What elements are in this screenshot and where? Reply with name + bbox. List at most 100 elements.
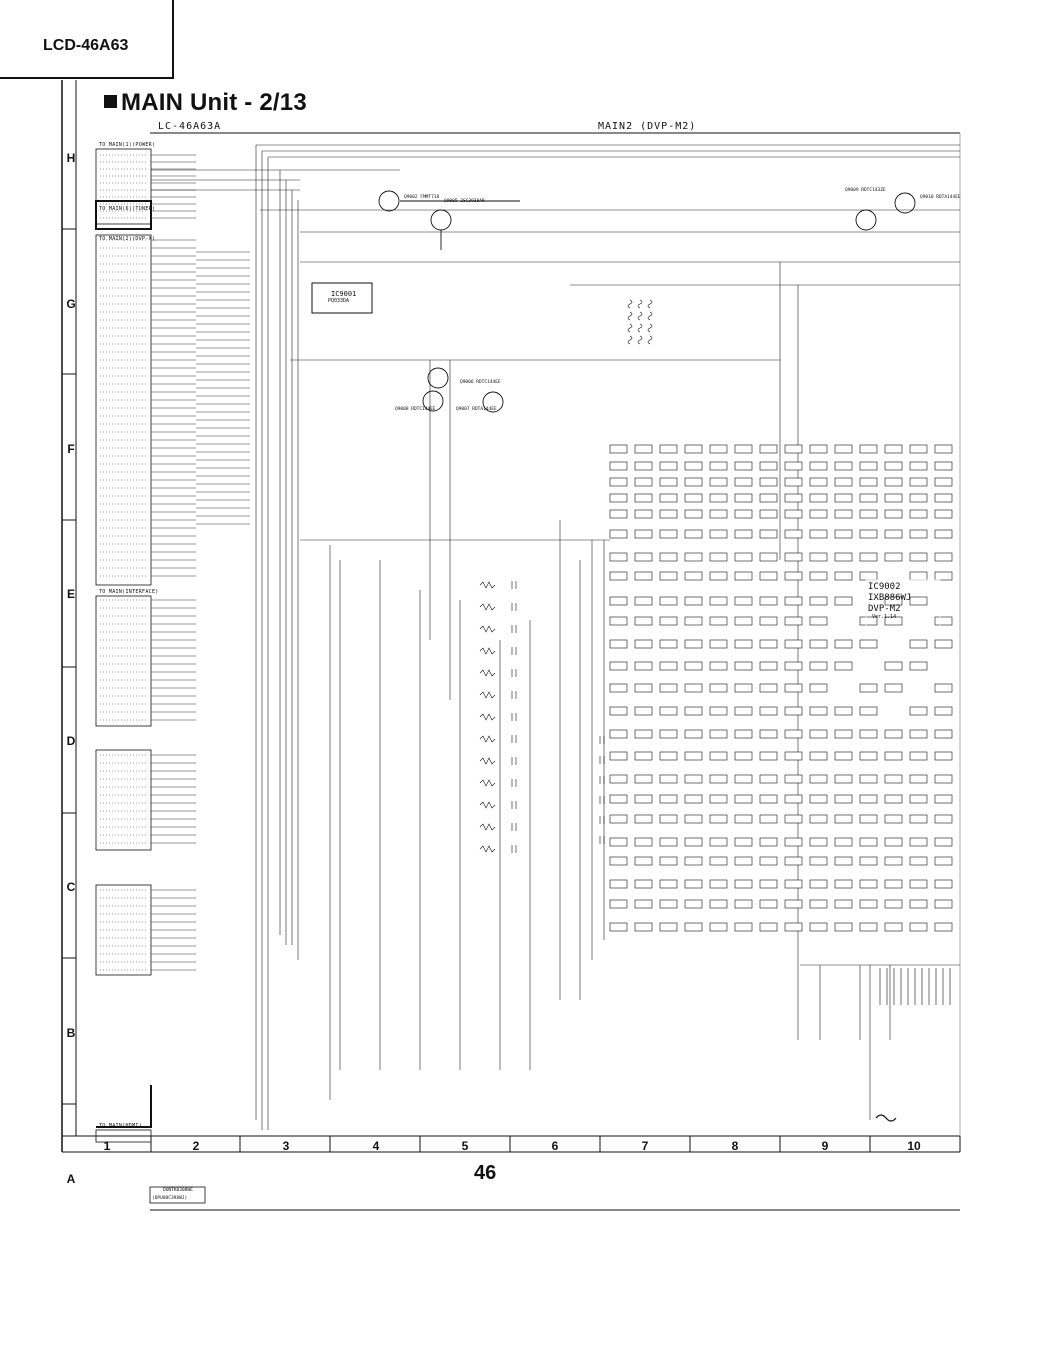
ic-pin-box — [934, 879, 953, 889]
ic-pin-box — [659, 444, 678, 454]
ic-pin-box — [734, 856, 753, 866]
resistor-symbol — [479, 713, 496, 721]
ic-pin-box — [684, 794, 703, 804]
ic-pin-box — [834, 837, 853, 847]
ic-pin-box — [634, 856, 653, 866]
model-name: LCD-46A63 — [43, 37, 129, 54]
ic-pin-box — [884, 683, 903, 693]
ic-pin-box — [684, 879, 703, 889]
ic-pin-box — [709, 616, 728, 626]
ic-pin-box — [734, 683, 753, 693]
ic-pin-box — [709, 922, 728, 932]
ic-pin-box — [609, 706, 628, 716]
ic-pin-box — [709, 706, 728, 716]
ic-pin-box — [759, 922, 778, 932]
ic-pin-box — [709, 774, 728, 784]
pwb-label: DUNTK0308WE — [163, 1188, 193, 1193]
q9010-label: Q9010 RDTA144EE — [920, 195, 961, 200]
ic9002-ref: IC9002 — [868, 582, 901, 592]
ic-pin-box — [659, 856, 678, 866]
grid-row-f: F — [67, 442, 75, 456]
ic-pin-box — [709, 596, 728, 606]
inductor-symbol — [647, 311, 653, 321]
ic-pin-box — [759, 477, 778, 487]
ic-pin-box — [834, 794, 853, 804]
ic-pin-box — [659, 706, 678, 716]
ic-pin-box — [634, 529, 653, 539]
ic-pin-box — [809, 444, 828, 454]
ic-pin-box — [709, 856, 728, 866]
ic-pin-box — [834, 493, 853, 503]
ic-pin-box — [909, 879, 928, 889]
ic-pin-box — [734, 922, 753, 932]
connector-dvpx-label: TO MAIN(2)(DVP-X) — [99, 236, 156, 242]
inductor-symbol — [637, 335, 643, 345]
ic-pin-box — [909, 899, 928, 909]
ic-pin-box — [709, 837, 728, 847]
ic-pin-box — [609, 529, 628, 539]
ic-pin-box — [884, 477, 903, 487]
ic-pin-box — [934, 751, 953, 761]
ic-pin-box — [609, 899, 628, 909]
ic-pin-box — [709, 571, 728, 581]
ic9001-part: PQ033DA — [328, 298, 350, 304]
model-header-box: LCD-46A63 — [0, 0, 174, 79]
ic-pin-box — [709, 552, 728, 562]
ic-pin-box — [909, 493, 928, 503]
ic-pin-box — [784, 856, 803, 866]
ic-pin-box — [784, 661, 803, 671]
ic-pin-box — [634, 879, 653, 889]
inductor-symbol — [627, 299, 633, 309]
ic-pin-box — [684, 706, 703, 716]
ic-pin-box — [709, 477, 728, 487]
ic-pin-box — [834, 751, 853, 761]
ic-pin-box — [834, 706, 853, 716]
ic-pin-box — [759, 751, 778, 761]
ic-pin-box — [784, 461, 803, 471]
ic-pin-box — [634, 683, 653, 693]
ic-pin-box — [659, 661, 678, 671]
ic-pin-box — [909, 706, 928, 716]
ic-pin-box — [759, 461, 778, 471]
ic-pin-box — [934, 571, 953, 581]
ic-pin-box — [684, 444, 703, 454]
grid-row-c: C — [66, 880, 76, 894]
ic-pin-box — [659, 751, 678, 761]
ic-pin-box — [859, 639, 878, 649]
ic-pin-box — [734, 774, 753, 784]
ic-pin-box — [609, 661, 628, 671]
ic-pin-box — [809, 596, 828, 606]
connector-tuner-label: TO MAIN(6)(TUNER) — [99, 206, 156, 212]
ic-pin-box — [784, 477, 803, 487]
ic-pin-box — [809, 461, 828, 471]
ic-pin-box — [684, 509, 703, 519]
ic-pin-box — [709, 444, 728, 454]
grid-col-1: 1 — [103, 1139, 111, 1153]
ic-pin-box — [834, 814, 853, 824]
ic-pin-box — [934, 493, 953, 503]
ic-pin-box — [784, 596, 803, 606]
ic-pin-box — [659, 899, 678, 909]
ic-pin-box — [684, 477, 703, 487]
grid-col-7: 7 — [641, 1139, 649, 1153]
ic-pin-box — [834, 774, 853, 784]
ic-pin-box — [659, 922, 678, 932]
ic-pin-box — [784, 683, 803, 693]
resistor-symbol — [479, 625, 496, 633]
ic9002-name: DVP-M2 — [868, 604, 901, 614]
resistor-symbol — [479, 647, 496, 655]
ic-pin-box — [634, 661, 653, 671]
ic-pin-box — [709, 729, 728, 739]
q9002-label: Q9002 FMMT718 — [404, 195, 440, 200]
ic-pin-box — [634, 729, 653, 739]
q9006-label: Q9006 RDTC144EE — [460, 380, 501, 385]
ic-pin-box — [884, 774, 903, 784]
ic-pin-box — [809, 899, 828, 909]
ic-pin-box — [734, 571, 753, 581]
ic-pin-box — [859, 509, 878, 519]
ic-pin-box — [734, 616, 753, 626]
ic-pin-box — [834, 444, 853, 454]
ic-pin-box — [734, 814, 753, 824]
ic-pin-box — [834, 879, 853, 889]
ic-pin-box — [634, 444, 653, 454]
